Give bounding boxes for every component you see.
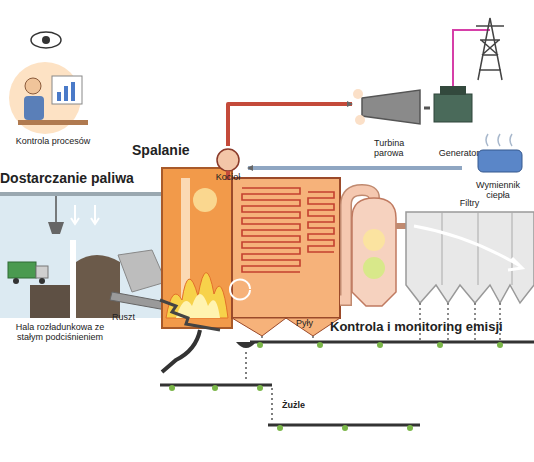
monitor-bar — [64, 86, 68, 101]
node-label: Filtry — [405, 198, 534, 208]
control-label: Kontrola procesów — [8, 136, 98, 146]
slag-fall — [246, 352, 272, 420]
node-label: Wymiennik ciepła — [470, 180, 526, 201]
gas-flow-arrow — [414, 226, 522, 270]
power-pylon — [476, 18, 504, 80]
roller — [497, 342, 503, 348]
filter-divider — [512, 212, 513, 285]
economizer-coil — [308, 192, 334, 252]
roller — [407, 425, 413, 431]
magnet — [236, 342, 256, 348]
roller — [212, 385, 218, 391]
dust-label: Pyły — [296, 318, 326, 328]
boiler-coil — [242, 188, 300, 272]
roller — [377, 342, 383, 348]
unloading-hall — [0, 195, 168, 318]
hall-label: Hala rozładunkowa ze stałym podciśnienie… — [6, 322, 114, 343]
waste-pit — [30, 285, 70, 318]
feed-ram — [110, 292, 166, 310]
boiler-drum-node: Kocioł — [208, 146, 248, 186]
roller — [169, 385, 175, 391]
turbine-shape — [362, 90, 420, 124]
pipe-connector — [248, 166, 462, 170]
heat-waves — [486, 134, 512, 146]
scrubber — [352, 198, 396, 306]
monitor — [52, 76, 82, 104]
monitor-bar — [71, 82, 75, 101]
desk — [18, 120, 88, 125]
air-arrow — [71, 205, 79, 224]
generator-shape — [434, 94, 472, 122]
grate — [160, 300, 220, 330]
section-heading: Dostarczanie paliwa — [0, 170, 160, 186]
node-label: Kocioł — [208, 172, 248, 182]
turbine-node: Turbina parowa — [352, 86, 424, 162]
truck-cab — [36, 266, 48, 278]
slag-chute — [162, 330, 200, 372]
reagent-spray — [363, 257, 385, 279]
slag-label: Żużle — [282, 400, 332, 410]
power-cable — [453, 30, 490, 86]
gas-flow-arrow — [230, 280, 250, 300]
truck-body — [8, 262, 36, 278]
conveyor-rollers — [257, 342, 503, 348]
filter-divider — [442, 212, 443, 285]
section-heading: Kontrola i monitoring emisji — [330, 320, 534, 335]
operator-head — [25, 78, 41, 94]
hall-roof — [0, 192, 168, 196]
flames — [166, 272, 228, 318]
reagent-spray — [363, 229, 385, 251]
heat-exchanger-node: Wymiennik ciepła — [462, 150, 532, 206]
steam-drum — [217, 149, 239, 171]
monitor-bar — [57, 92, 61, 101]
operator-body — [24, 96, 44, 120]
node-label: Spalanie — [132, 142, 232, 158]
heat-exchanger-shape — [478, 150, 522, 172]
crane-grab — [48, 222, 64, 234]
roller — [317, 342, 323, 348]
eye-pupil — [42, 36, 50, 44]
roller — [257, 385, 263, 391]
furnace-node: Spalanie — [128, 142, 240, 330]
filter-node: Filtry — [405, 196, 534, 306]
bag-filter — [406, 212, 534, 303]
grate-label: Ruszt — [112, 312, 152, 322]
roller — [257, 342, 263, 348]
boiler-body — [232, 178, 340, 318]
roller — [342, 425, 348, 431]
roller — [277, 425, 283, 431]
eye-icon — [31, 32, 61, 48]
steam-puff — [355, 115, 365, 125]
ash-hopper — [232, 318, 286, 336]
air-arrow — [91, 205, 99, 224]
flame-glow — [193, 188, 217, 212]
steam-puff — [353, 89, 363, 99]
pipe-connector — [424, 107, 430, 110]
generator-node: Generator — [430, 84, 488, 164]
crane-cable — [55, 196, 57, 222]
truck-wheel — [39, 278, 45, 284]
waste-pile — [76, 255, 120, 318]
generator-top — [440, 86, 466, 95]
roller — [437, 342, 443, 348]
filter-divider — [478, 212, 479, 285]
node-label: Turbina parowa — [374, 138, 420, 159]
pipe-connector — [228, 104, 352, 146]
node-label: Generator — [430, 148, 488, 158]
dust-conveyor — [250, 341, 534, 344]
pit-wall — [70, 240, 76, 318]
feed-hopper — [118, 250, 166, 292]
truck-wheel — [13, 278, 19, 284]
